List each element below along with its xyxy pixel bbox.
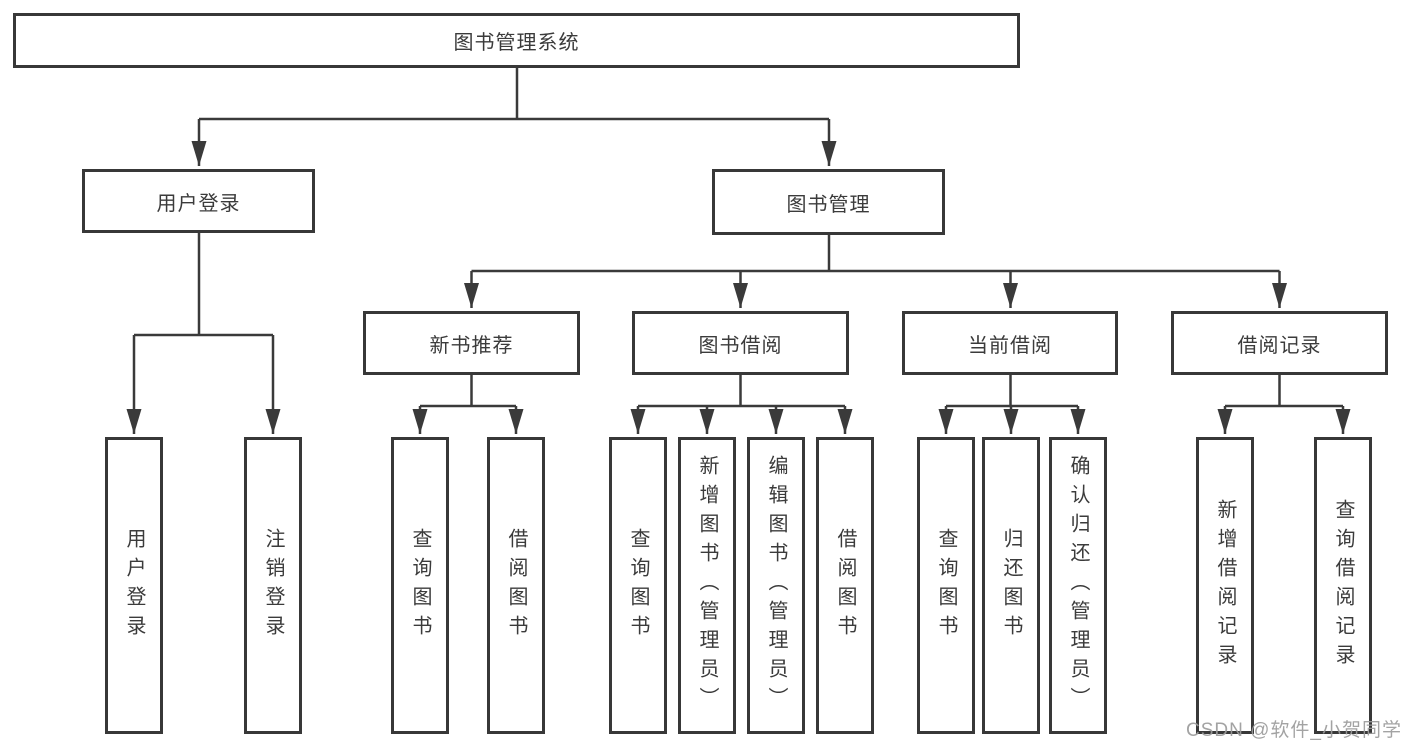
leaf-borrowing-borrow-books: 借阅图书 <box>816 437 874 734</box>
leaf-user-login: 用户登录 <box>105 437 163 734</box>
node-book-management: 图书管理 <box>712 169 945 235</box>
connector-user-login-children <box>126 233 281 434</box>
leaf-borrowing-add-books-admin: 新增图书（管理员） <box>678 437 736 734</box>
connector-borrow-records-children <box>1217 375 1351 434</box>
connector-current-borrowing-children <box>938 375 1086 434</box>
leaf-new-books-borrow-books: 借阅图书 <box>487 437 545 734</box>
node-book-borrowing: 图书借阅 <box>632 311 849 375</box>
node-borrow-records: 借阅记录 <box>1171 311 1388 375</box>
leaf-current-query-books: 查询图书 <box>917 437 975 734</box>
leaf-new-books-query-books: 查询图书 <box>391 437 449 734</box>
leaf-logout: 注销登录 <box>244 437 302 734</box>
leaf-current-return-books: 归还图书 <box>982 437 1040 734</box>
node-root-library-management-system: 图书管理系统 <box>13 13 1020 68</box>
csdn-watermark: CSDN @软件_小贺同学 <box>1186 720 1402 741</box>
node-current-borrowing: 当前借阅 <box>902 311 1118 375</box>
connector-root-to-level2 <box>191 68 837 166</box>
leaf-current-confirm-return-admin: 确认归还（管理员） <box>1049 437 1107 734</box>
leaf-borrowing-query-books: 查询图书 <box>609 437 667 734</box>
node-user-login: 用户登录 <box>82 169 315 233</box>
leaf-records-query-borrow-record: 查询借阅记录 <box>1314 437 1372 734</box>
node-new-book-recommendation: 新书推荐 <box>363 311 580 375</box>
connector-book-management-children <box>464 235 1287 308</box>
leaf-borrowing-edit-books-admin: 编辑图书（管理员） <box>747 437 805 734</box>
connector-new-books-children <box>412 375 524 434</box>
connector-borrowing-children <box>630 375 853 434</box>
leaf-records-add-borrow-record: 新增借阅记录 <box>1196 437 1254 734</box>
